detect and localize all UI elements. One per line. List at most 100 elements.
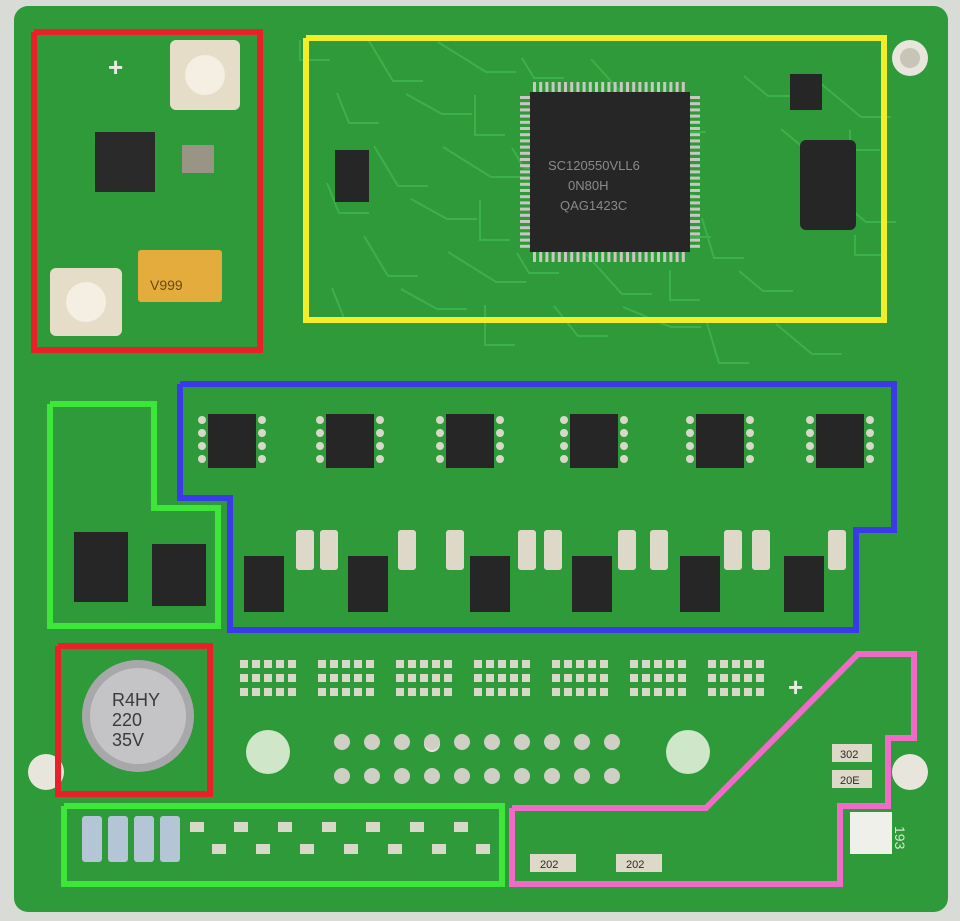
pad: [318, 674, 326, 682]
pad: [756, 674, 764, 682]
mcu-pin: [520, 133, 530, 137]
pad: [708, 660, 716, 668]
pad: [564, 674, 572, 682]
mcu-pin: [644, 252, 648, 262]
pad-array-group: [240, 660, 764, 696]
bottom-smd: [410, 822, 424, 832]
tantalum-marking: V999: [150, 277, 183, 293]
mcu-pin: [601, 82, 605, 92]
mcu-pin: [638, 252, 642, 262]
mosfet: [572, 556, 612, 612]
mcu-pin: [520, 232, 530, 236]
driver-ic: [326, 414, 374, 468]
resistor: [650, 530, 668, 570]
trace: [400, 288, 467, 310]
mcu-pin: [690, 232, 700, 236]
driver-pad: [258, 429, 266, 437]
mcu-pin: [690, 220, 700, 223]
trace: [437, 41, 516, 73]
mosfet: [470, 556, 510, 612]
pad: [576, 660, 584, 668]
resistor: [320, 530, 338, 570]
resistor-302: [832, 744, 872, 762]
mcu-pin: [650, 252, 654, 262]
region-logic-left: [47, 401, 221, 629]
mcu-pin: [520, 226, 530, 230]
trace: [474, 95, 505, 136]
mcu-pin: [638, 82, 642, 92]
pad: [744, 674, 752, 682]
pin: [394, 734, 410, 750]
driver-pad: [560, 442, 568, 450]
mcu-pin: [520, 201, 530, 205]
pin: [364, 768, 380, 784]
pad: [330, 660, 338, 668]
pad: [252, 674, 260, 682]
mcu-pin: [533, 82, 536, 92]
mcu-marking-3: QAG1423C: [560, 198, 627, 213]
cap-marking-3: 35V: [112, 730, 144, 750]
mcu-pin: [690, 114, 700, 118]
pad: [666, 688, 674, 696]
driver-pad: [806, 455, 814, 463]
pad: [396, 688, 404, 696]
pad: [678, 660, 686, 668]
mcu-pin: [690, 151, 700, 155]
trace: [622, 306, 701, 328]
mcu-pin: [595, 252, 598, 262]
pad: [642, 688, 650, 696]
driver-pad: [436, 442, 444, 450]
bottom-smd: [322, 822, 336, 832]
pad: [498, 688, 506, 696]
mcu-pin: [520, 139, 530, 143]
driver-pad: [198, 455, 206, 463]
resistor: [296, 530, 314, 570]
trace: [326, 182, 369, 214]
bottom-smd: [234, 822, 248, 832]
mcu-pin: [539, 252, 543, 262]
pad: [630, 660, 638, 668]
mcu-pin: [657, 82, 660, 92]
mcu-pin: [520, 96, 530, 99]
pad: [474, 674, 482, 682]
resistor-302-label: 302: [840, 749, 858, 761]
pad: [354, 660, 362, 668]
pad: [366, 660, 374, 668]
region-bottom-strip: [61, 803, 505, 887]
pad: [408, 674, 416, 682]
pad: [420, 674, 428, 682]
resistor-202-a: [530, 854, 576, 872]
pin: [424, 734, 440, 750]
cap-marking-2: 220: [112, 710, 142, 730]
silkscreen-plus-top: +: [108, 52, 123, 82]
region-drivers: [177, 381, 897, 633]
mcu-pin: [690, 195, 700, 199]
power-ic: [95, 132, 155, 192]
driver-ic: [446, 414, 494, 468]
mcu-pin: [520, 127, 530, 130]
diode-package: [800, 140, 856, 230]
pad: [600, 688, 608, 696]
mcu-chip: [530, 92, 690, 252]
small-ic-left: [335, 150, 369, 202]
driver-pad: [376, 455, 384, 463]
pad: [408, 660, 416, 668]
mcu-pin: [533, 252, 536, 262]
resistor: [752, 530, 770, 570]
driver-pad: [496, 429, 504, 437]
driver-pad: [686, 429, 694, 437]
pad: [342, 660, 350, 668]
mcu-pin: [520, 189, 530, 192]
driver-pad: [198, 416, 206, 424]
mcu-pin: [690, 108, 700, 112]
driver-pad: [496, 442, 504, 450]
driver-pad: [316, 429, 324, 437]
pad: [354, 688, 362, 696]
pad: [588, 660, 596, 668]
pad: [642, 674, 650, 682]
driver-pad: [560, 429, 568, 437]
trace: [368, 40, 423, 82]
pad: [630, 674, 638, 682]
pad: [708, 674, 716, 682]
pad: [432, 674, 440, 682]
